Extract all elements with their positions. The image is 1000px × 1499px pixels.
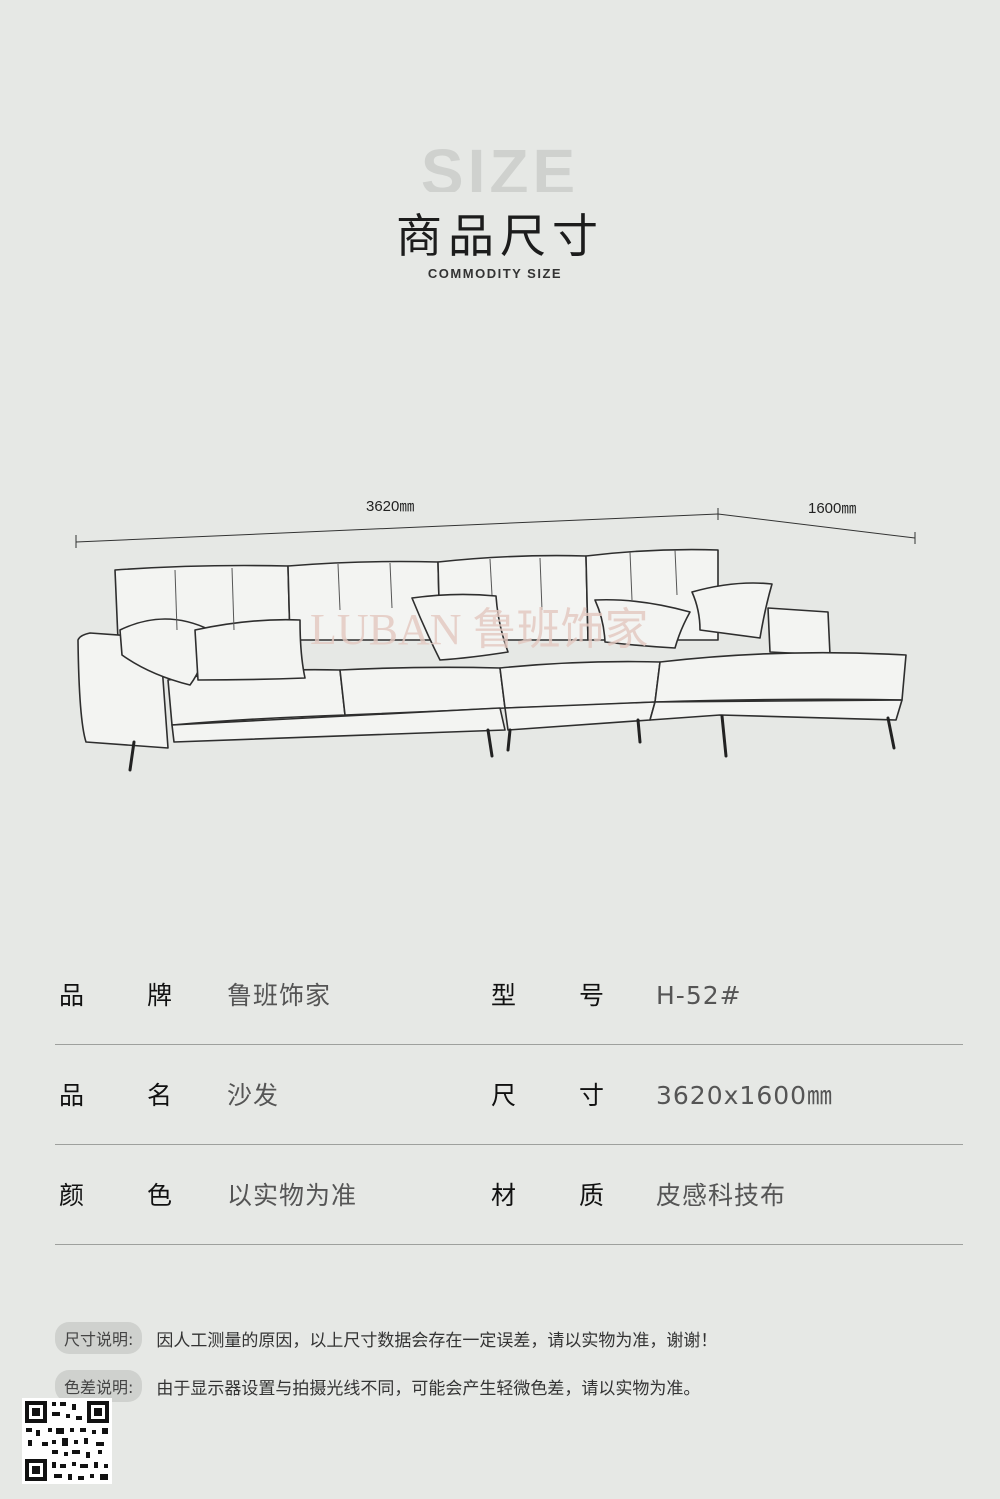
- spec-value-material: 皮感科技布: [656, 1181, 787, 1210]
- size-background-word: SIZE: [420, 140, 580, 192]
- spec-value-model: H-52#: [656, 981, 742, 1010]
- spec-row: 品 牌 鲁班饰家 型 号 H-52#: [55, 945, 963, 1045]
- spec-value-name: 沙发: [227, 1081, 280, 1110]
- spec-label: 质: [579, 1181, 605, 1210]
- color-note: 色差说明: 由于显示器设置与拍摄光线不同，可能会产生轻微色差，请以实物为准。: [55, 1370, 717, 1402]
- note-tag: 尺寸说明:: [55, 1322, 143, 1354]
- qr-code-icon: [22, 1398, 112, 1484]
- spec-label: 寸: [579, 1081, 605, 1110]
- note-text: 由于显示器设置与拍摄光线不同，可能会产生轻微色差，请以实物为准。: [156, 1378, 701, 1399]
- page-subtitle: COMMODITY SIZE: [427, 266, 563, 281]
- note-tag: 色差说明:: [55, 1370, 143, 1402]
- note-text: 因人工测量的原因，以上尺寸数据会存在一定误差，请以实物为准，谢谢！: [156, 1330, 718, 1351]
- spec-row: 颜 色 以实物为准 材 质 皮感科技布: [55, 1145, 963, 1245]
- spec-label: 颜: [59, 1181, 85, 1210]
- spec-row: 品 名 沙发 尺 寸 3620x1600㎜: [55, 1045, 963, 1145]
- sofa-legs: [128, 714, 896, 772]
- notes-section: 尺寸说明: 因人工测量的原因，以上尺寸数据会存在一定误差，请以实物为准，谢谢！ …: [55, 1322, 717, 1418]
- back-tufting: [174, 549, 678, 631]
- brand-watermark: LUBAN 鲁班饰家: [310, 605, 649, 654]
- spec-value-color: 以实物为准: [227, 1181, 358, 1210]
- spec-label: 材: [491, 1181, 517, 1210]
- page-title: 商品尺寸: [396, 209, 604, 263]
- spec-label: 品: [59, 981, 85, 1010]
- size-note: 尺寸说明: 因人工测量的原因，以上尺寸数据会存在一定误差，请以实物为准，谢谢！: [55, 1322, 717, 1354]
- depth-dimension-label: 1600㎜: [808, 500, 857, 517]
- spec-label: 品: [59, 1081, 85, 1110]
- spec-label: 号: [579, 981, 605, 1010]
- spec-label: 牌: [147, 981, 173, 1010]
- sofa-outline: [77, 548, 907, 749]
- spec-label: 型: [491, 981, 517, 1010]
- sofa-line-drawing: LUBAN 鲁班饰家: [75, 508, 916, 772]
- spec-label: 色: [147, 1181, 173, 1210]
- spec-value-brand: 鲁班饰家: [227, 981, 332, 1010]
- dimension-lines: [75, 508, 916, 548]
- spec-label: 尺: [491, 1081, 517, 1110]
- spec-label: 名: [147, 1081, 173, 1110]
- spec-table: 品 牌 鲁班饰家 型 号 H-52# 品 名 沙发 尺 寸 3620x1600㎜…: [55, 945, 963, 1245]
- spec-value-size: 3620x1600㎜: [656, 1081, 834, 1110]
- length-dimension-label: 3620㎜: [366, 498, 415, 515]
